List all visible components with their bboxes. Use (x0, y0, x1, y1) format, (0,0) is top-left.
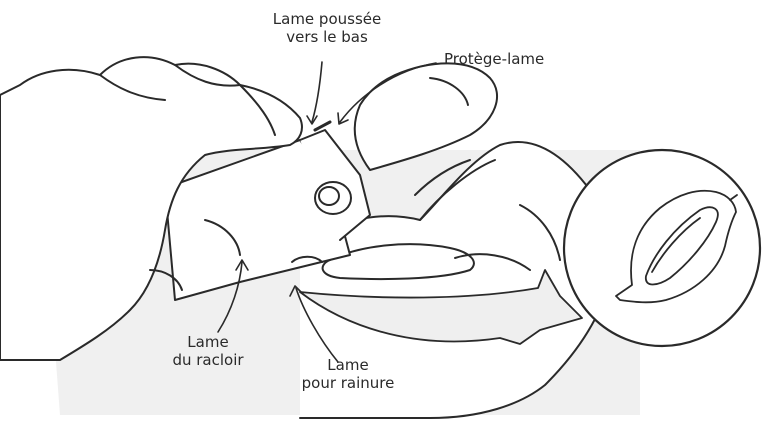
zoom-detail-circle (564, 150, 760, 346)
label-blade-guard: Protège-lame (444, 50, 544, 68)
label-scraper-blade-line1: Lame (158, 333, 258, 351)
label-groove-blade: Lame pour rainure (296, 356, 400, 392)
label-blade-pushed-down: Lame poussée vers le bas (262, 10, 392, 46)
label-scraper-blade: Lame du racloir (158, 333, 258, 369)
label-groove-blade-line1: Lame (296, 356, 400, 374)
label-blade-guard-text: Protège-lame (444, 50, 544, 68)
label-scraper-blade-line2: du racloir (158, 351, 258, 369)
label-groove-blade-line2: pour rainure (296, 374, 400, 392)
label-blade-pushed-line1: Lame poussée (262, 10, 392, 28)
label-blade-pushed-line2: vers le bas (262, 28, 392, 46)
